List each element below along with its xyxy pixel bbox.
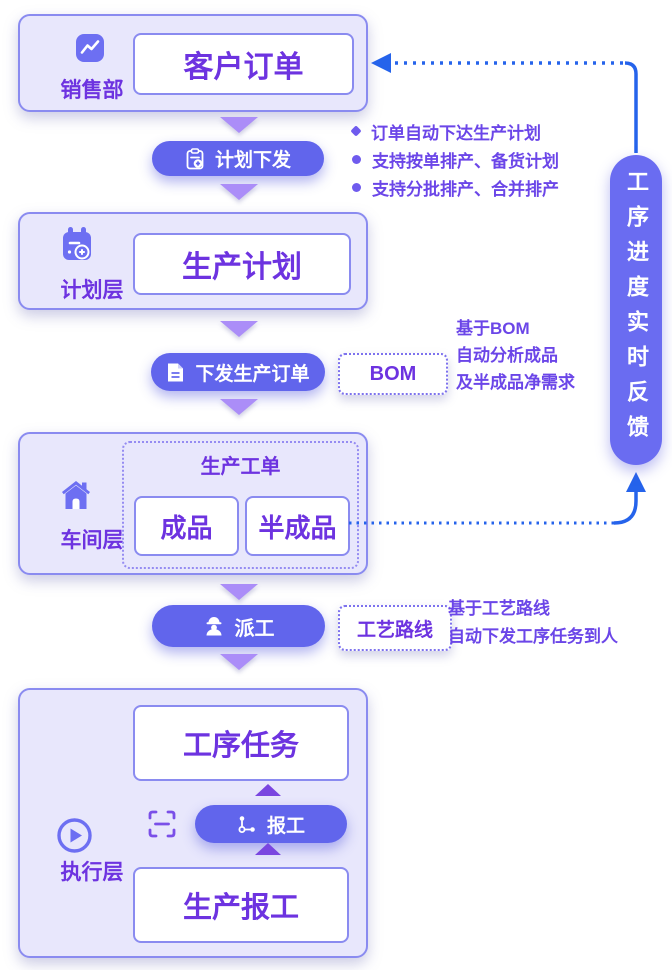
bom-box: BOM [338, 353, 448, 395]
workshop-layer-box: 车间层 生产工单 成品 半成品 [18, 432, 368, 575]
plan-issue-label: 计划下发 [214, 150, 291, 171]
bom-notes: 基于BOM 自动分析成品 及半成品净需求 [456, 315, 575, 396]
plan-issue-pill: 计划下发 [152, 141, 324, 176]
report-work-label: 报工 [266, 815, 305, 837]
play-circle-icon [56, 817, 93, 854]
flow-arrow-down-icon [220, 399, 258, 415]
feedback-line-bottom-corner [613, 492, 638, 525]
note-text: 支持按单排产、备货计划 [372, 151, 559, 171]
document-icon [166, 362, 185, 383]
trend-icon [76, 34, 104, 62]
note-text: 基于工艺路线 [448, 599, 550, 618]
sales-dept-label: 销售部 [60, 79, 124, 102]
issue-order-label: 下发生产订单 [195, 363, 310, 385]
plan-notes: 订单自动下达生产计划 支持按单排产、备货计划 支持分批排产、合并排产 [350, 117, 559, 201]
bullet-diamond-icon [350, 125, 362, 137]
production-plan-text: 生产计划 [182, 251, 302, 284]
workshop-layer-label: 车间层 [60, 529, 124, 552]
customer-order-card: 客户订单 [133, 33, 354, 95]
arrow-up-icon [626, 472, 646, 492]
note-text: 订单自动下达生产计划 [371, 123, 541, 143]
clipboard-plus-icon [185, 147, 205, 170]
planning-layer-box: 计划层 生产计划 [18, 212, 368, 310]
process-task-card: 工序任务 [133, 705, 349, 781]
process-task-text: 工序任务 [182, 730, 299, 762]
progress-feedback-pill: 工序进度实时反馈 [610, 155, 662, 465]
flow-arrow-down-icon [220, 321, 258, 337]
feedback-line-top-corner [624, 61, 638, 153]
dispatch-pill: 派工 [152, 605, 325, 647]
note-row: 订单自动下达生产计划 [350, 117, 559, 145]
flow-arrow-down-icon [220, 584, 258, 600]
flow-arrow-down-icon [220, 184, 258, 200]
flow-arrow-up-icon [255, 843, 281, 855]
note-row: 支持分批排产、合并排产 [352, 173, 559, 201]
work-order-group: 生产工单 成品 半成品 [122, 441, 359, 569]
production-report-card: 生产报工 [133, 867, 349, 943]
sales-dept-box: 销售部 客户订单 [18, 14, 368, 112]
customer-order-text: 客户订单 [183, 51, 304, 84]
semi-finished-product-card: 半成品 [245, 496, 350, 556]
route-notes: 基于工艺路线 自动下发工序任务到人 [448, 595, 618, 651]
dispatch-label: 派工 [234, 617, 275, 640]
report-work-pill: 报工 [195, 805, 347, 843]
share-branch-icon [237, 814, 257, 834]
calendar-plus-icon [61, 226, 93, 264]
note-text: 自动分析成品 [456, 346, 558, 365]
note-text: 及半成品净需求 [456, 373, 575, 392]
planning-layer-label: 计划层 [60, 279, 124, 302]
bullet-dot-icon [352, 182, 361, 192]
flow-arrow-up-icon [255, 784, 281, 796]
issue-order-pill: 下发生产订单 [151, 353, 325, 391]
note-text: 支持分批排产、合并排产 [372, 179, 559, 199]
note-text: 自动下发工序任务到人 [448, 627, 618, 646]
progress-feedback-label: 工序进度实时反馈 [624, 170, 649, 450]
flow-arrow-down-icon [220, 117, 258, 133]
execution-layer-label: 执行层 [60, 861, 124, 884]
process-route-box: 工艺路线 [338, 605, 452, 651]
note-row: 支持按单排产、备货计划 [352, 145, 559, 173]
note-text: 基于BOM [456, 319, 530, 338]
bullet-dot-icon [352, 154, 361, 164]
arrow-left-icon [371, 53, 391, 73]
bom-label: BOM [369, 362, 417, 385]
process-route-label: 工艺路线 [356, 619, 433, 641]
worker-icon [203, 615, 225, 637]
production-report-text: 生产报工 [182, 892, 299, 924]
finished-product-text: 成品 [160, 512, 213, 543]
semi-finished-product-text: 半成品 [258, 512, 337, 543]
work-order-title: 生产工单 [200, 456, 281, 478]
flow-arrow-down-icon [220, 654, 258, 670]
finished-product-card: 成品 [134, 496, 239, 556]
production-plan-card: 生产计划 [133, 233, 351, 295]
house-icon [59, 478, 93, 512]
scan-frame-icon [147, 809, 177, 839]
